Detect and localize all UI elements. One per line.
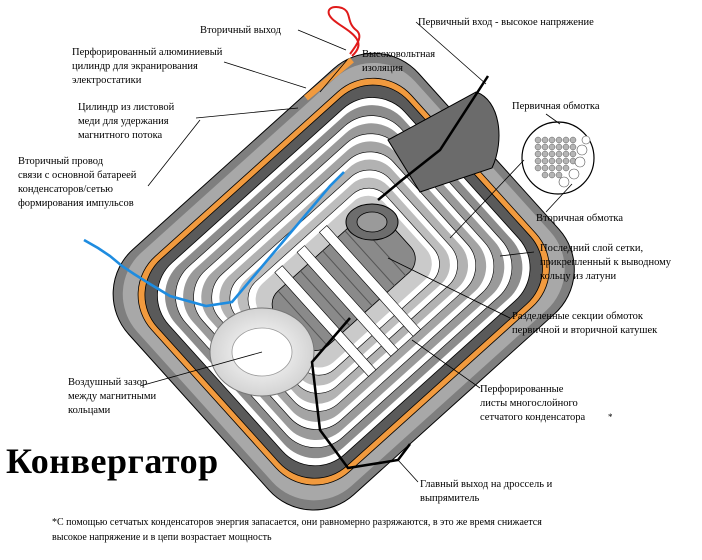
label-secondary-wire: Вторичный провод связи с основной батаре… [18, 156, 137, 209]
label-main-output: Главный выход на дроссель и выпрямитель [420, 479, 553, 504]
label-perforated-aluminum: Перфорированный алюминиевый цилиндр для … [72, 47, 223, 86]
label-hv-insulation: Высоковольтная изоляция [362, 49, 436, 74]
label-primary-input: Первичный вход - высокое напряжение [418, 17, 594, 28]
footnote: *С помощью сетчатых конденсаторов энерги… [52, 517, 542, 543]
secondary-winding-dots [558, 135, 591, 188]
winding-sections [274, 225, 421, 377]
label-separated-sections: Разделенные секции обмоток первичной и в… [512, 311, 658, 336]
primary-input-wire [377, 75, 490, 201]
secondary-output-tube [304, 57, 354, 101]
label-copper-cylinder: Цилиндр из листовой меди для удержания м… [78, 102, 175, 141]
hv-insulation-cone [387, 91, 500, 193]
label-secondary-output: Вторичный выход [200, 25, 281, 36]
label-air-gap: Воздушный зазор между магнитными кольцам… [68, 377, 157, 416]
secondary-output-lead [327, 6, 361, 57]
label-secondary-winding: Вторичная обмотка [536, 213, 624, 224]
label-last-mesh-layer: Последний слой сетки, прикрепленный к вы… [540, 243, 672, 282]
diagram-title: Конвергатор [6, 441, 219, 481]
core-ring-hole [356, 211, 388, 233]
secondary-link-wire [83, 171, 345, 308]
winding-dots [534, 136, 577, 179]
label-asterisk: * [608, 412, 613, 422]
winding-inset [521, 121, 595, 195]
label-perforated-sheets: Перфорированные листы многослойного сетч… [480, 384, 586, 423]
leader-lines [139, 21, 573, 483]
main-output-wire [310, 317, 411, 470]
label-primary-winding: Первичная обмотка [512, 101, 600, 112]
